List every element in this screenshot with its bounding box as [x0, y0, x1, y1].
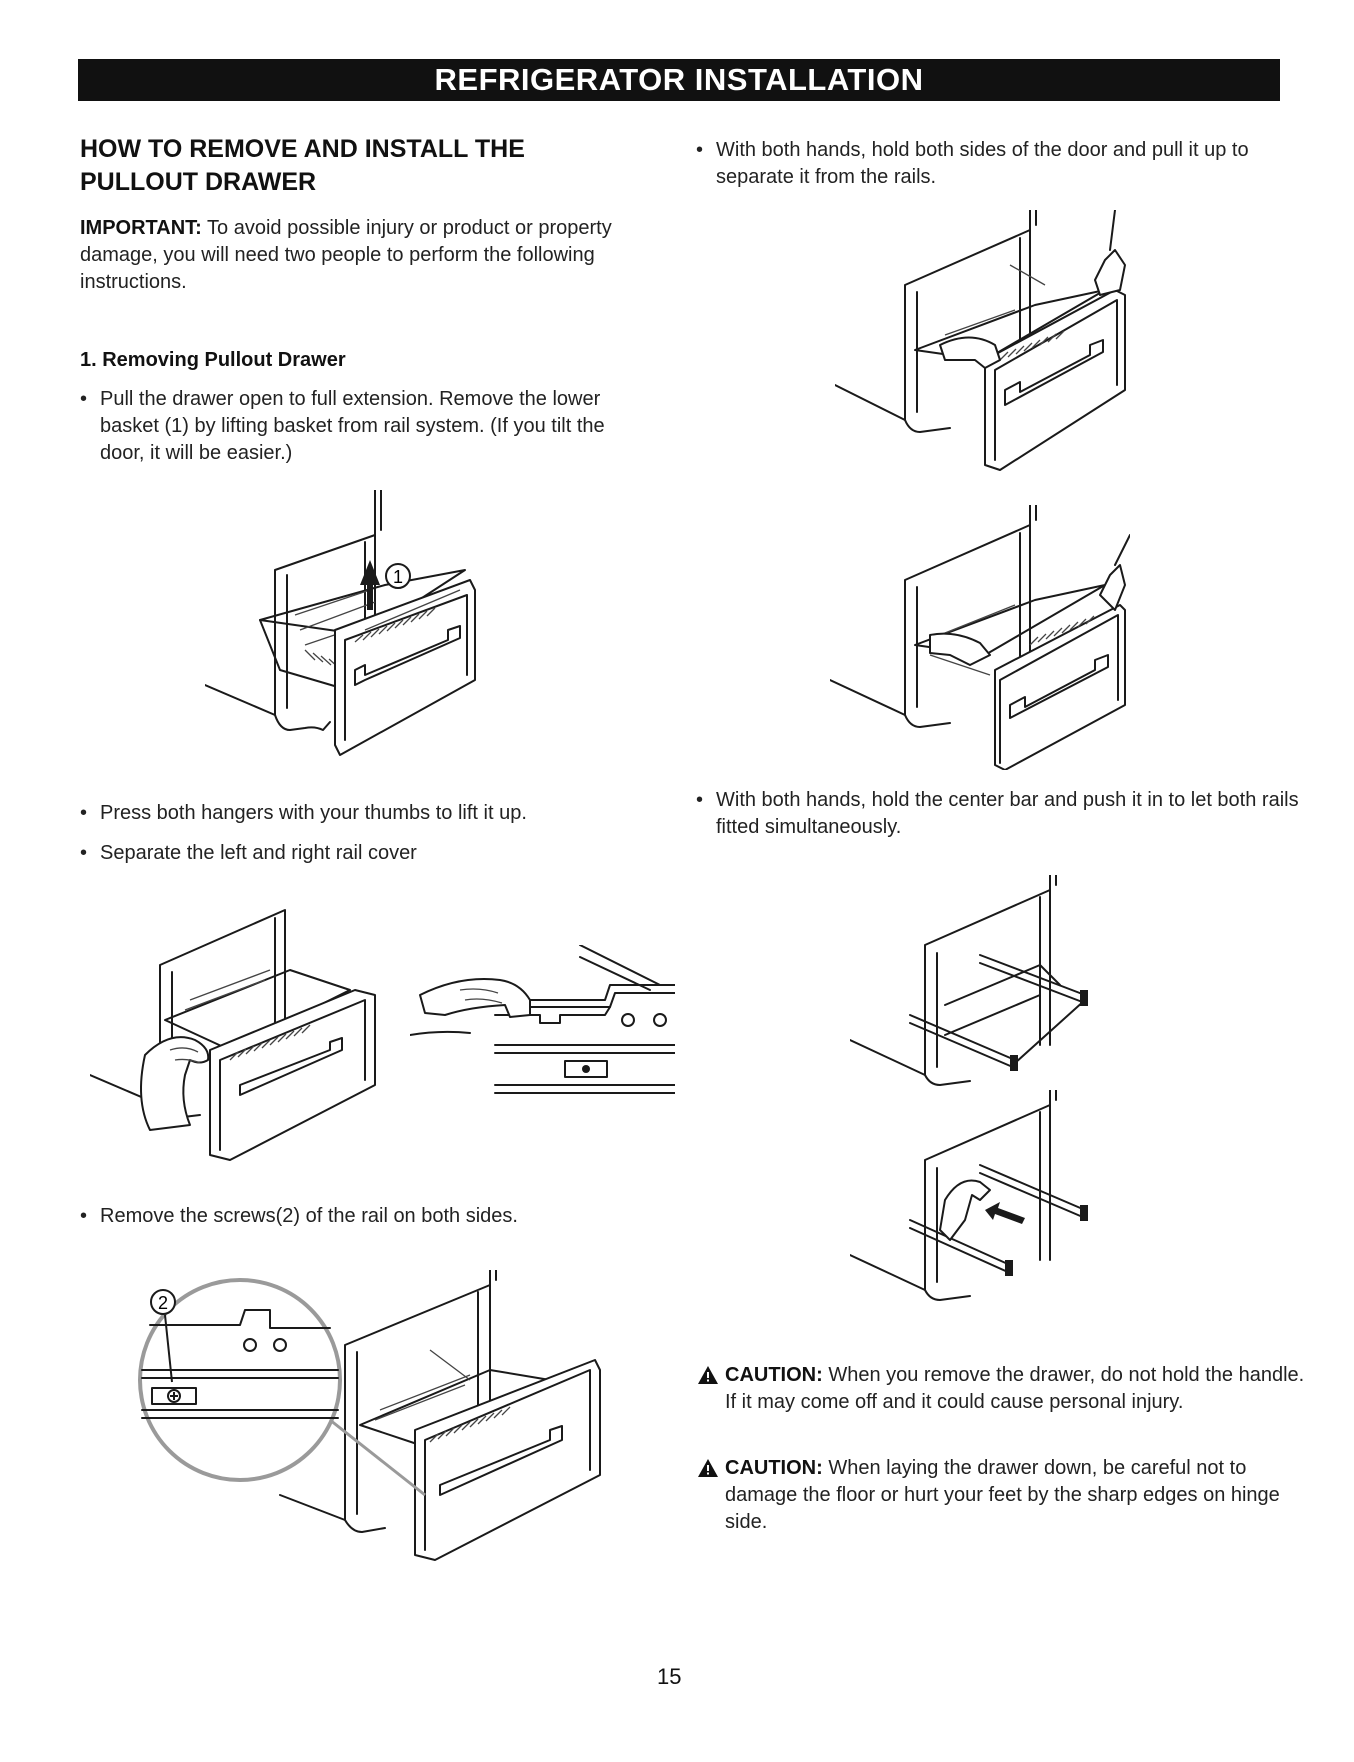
bullet-separate-rail-cover: Separate the left and right rail cover: [80, 840, 640, 867]
step1-heading: 1. Removing Pullout Drawer: [80, 349, 346, 371]
caution-label: CAUTION:: [725, 1364, 823, 1386]
bullet-push-center-bar: With both hands, hold the center bar and…: [696, 787, 1306, 841]
figure-remove-screws: 2: [130, 1270, 610, 1570]
caution-text: When laying the drawer down, be careful …: [725, 1457, 1280, 1533]
figure-basket-removal: 1: [205, 490, 535, 780]
bullet-pull-drawer: Pull the drawer open to full extension. …: [80, 386, 640, 467]
callout-1-icon: [385, 563, 411, 589]
page-number: 15: [657, 1664, 682, 1689]
caution-handle: CAUTION: When you remove the drawer, do …: [697, 1362, 1315, 1416]
figure-rails-extended: [850, 875, 1100, 1095]
figure-rail-cover-detail: [410, 945, 675, 1095]
bullet-press-hangers: Press both hangers with your thumbs to l…: [80, 800, 640, 827]
caution-label: CAUTION:: [725, 1457, 823, 1479]
push-arrow-icon: [985, 1202, 1025, 1224]
warning-triangle-icon: [698, 1459, 718, 1477]
callout-2-icon: [150, 1289, 176, 1315]
section-heading: HOW TO REMOVE AND INSTALL THE PULLOUT DR…: [80, 135, 525, 196]
caution-laying-drawer: CAUTION: When laying the drawer down, be…: [697, 1455, 1315, 1536]
callout-2-label: 2: [158, 1293, 168, 1313]
figure-push-center-bar: [850, 1090, 1100, 1310]
important-text: To avoid possible injury or product or p…: [80, 217, 612, 293]
figure-lift-door-top: [835, 210, 1135, 475]
figure-press-hangers: [90, 900, 390, 1165]
warning-triangle-icon: [698, 1366, 718, 1384]
page-banner: REFRIGERATOR INSTALLATION: [78, 59, 1280, 101]
bullet-remove-screws: Remove the screws(2) of the rail on both…: [80, 1203, 640, 1230]
important-note: IMPORTANT: To avoid possible injury or p…: [80, 215, 670, 296]
important-label: IMPORTANT:: [80, 217, 202, 239]
bullet-separate-door: With both hands, hold both sides of the …: [696, 137, 1296, 191]
caution-text: When you remove the drawer, do not hold …: [725, 1364, 1305, 1413]
up-arrow-icon: [360, 560, 380, 610]
figure-lift-door-bottom: [830, 505, 1130, 770]
callout-1-label: 1: [393, 567, 403, 587]
magnifier-inset: [138, 1278, 342, 1482]
